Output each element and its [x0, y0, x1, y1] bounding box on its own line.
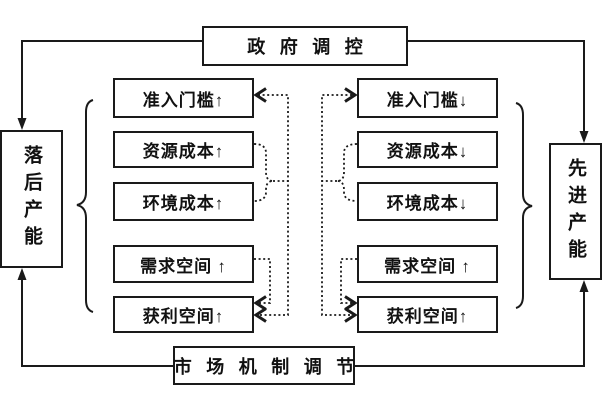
gov-to-backward-line	[21, 40, 202, 127]
right-cost-dotted-brace	[322, 143, 358, 202]
right-main-dotted-line	[321, 94, 352, 316]
box-government-regulation: 政 府 调 控	[202, 26, 408, 66]
box-right-resource-cost: 资源成本↓	[357, 131, 498, 168]
arrow-left-into-profit-up-icon	[253, 295, 267, 311]
arrow-left-into-threshold-up-icon	[253, 87, 267, 103]
arrow-down-into-advanced-icon	[579, 131, 589, 143]
box-left-resource-cost: 资源成本↑	[113, 131, 254, 168]
box-left-demand-space: 需求空间 ↑	[113, 245, 254, 283]
gov-to-advanced-line	[408, 40, 585, 140]
dotted-connector-lines	[253, 94, 358, 316]
box-market-mechanism: 市 场 机 制 调 节	[173, 346, 355, 385]
dotted-arrowheads	[253, 87, 358, 323]
arrow-right-into-threshold-down-icon	[344, 87, 358, 103]
solid-loop-lines	[21, 40, 585, 367]
box-left-environment-cost: 环境成本↑	[113, 182, 254, 221]
arrow-up-into-advanced-icon	[579, 280, 589, 292]
left-demand-profit-dotted-line	[254, 258, 271, 304]
right-demand-profit-dotted-line	[340, 258, 357, 304]
market-to-backward-line	[21, 271, 173, 367]
box-right-profit-space: 获利空间↑	[357, 296, 498, 333]
arrow-up-into-backward-icon	[17, 268, 27, 280]
right-brace	[515, 102, 533, 309]
market-to-advanced-line	[355, 283, 585, 367]
box-right-environment-cost: 环境成本↓	[357, 182, 498, 221]
left-main-dotted-line	[258, 94, 289, 316]
box-right-demand-space: 需求空间 ↑	[357, 245, 498, 283]
arrow-left-into-profit-up2-icon	[253, 307, 267, 323]
arrow-right-into-profit-up-icon	[344, 295, 358, 311]
box-left-entry-threshold: 准入门槛↑	[113, 78, 254, 118]
solid-arrowheads	[17, 118, 589, 292]
left-brace	[76, 99, 94, 313]
box-backward-capacity: 落后产能	[0, 130, 63, 268]
box-advanced-capacity: 先进产能	[549, 143, 602, 280]
arrow-down-into-backward-icon	[17, 118, 27, 130]
left-cost-dotted-brace	[253, 143, 288, 202]
box-left-profit-space: 获利空间↑	[113, 296, 254, 333]
box-right-entry-threshold: 准入门槛↓	[357, 78, 498, 118]
arrow-right-into-profit-up2-icon	[344, 307, 358, 323]
